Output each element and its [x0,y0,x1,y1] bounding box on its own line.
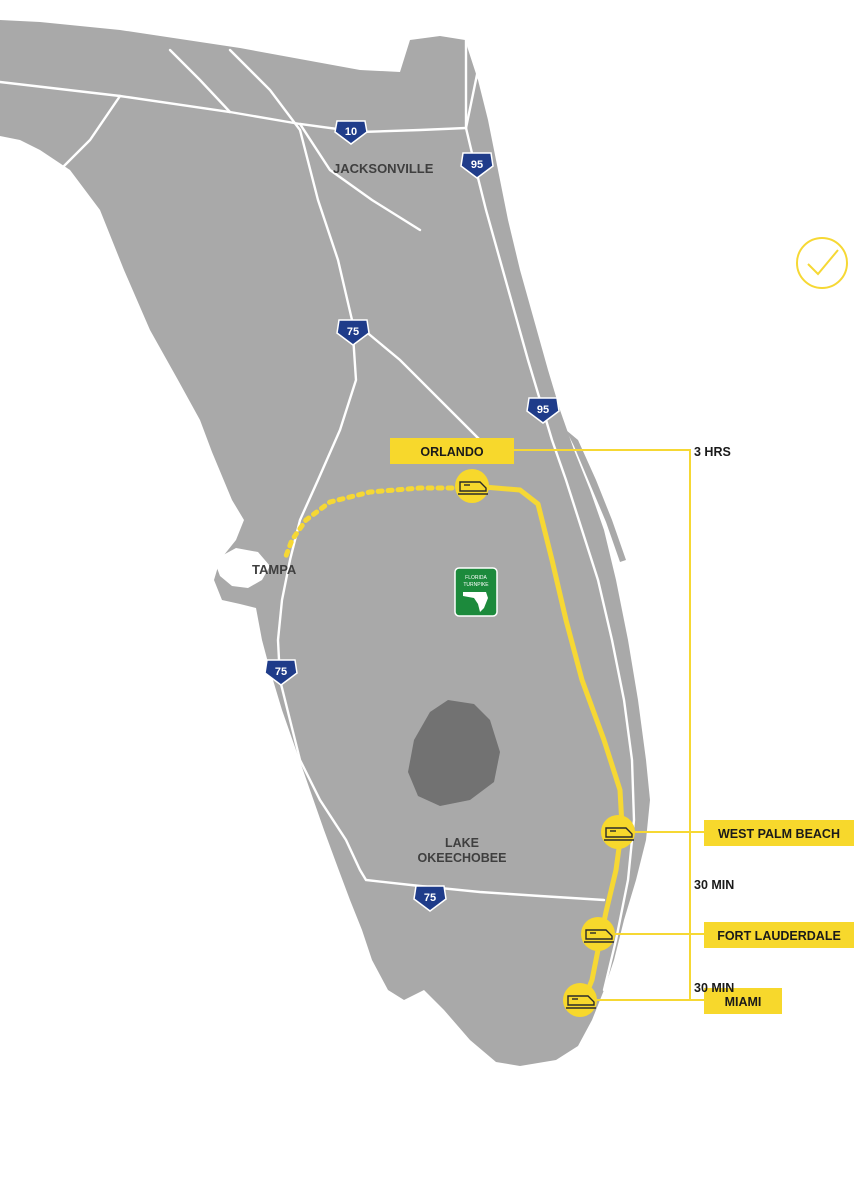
turnpike-line2: TURNPIKE [463,582,489,588]
highways [0,38,636,992]
station-marker-miami[interactable] [563,983,597,1017]
train-icon [604,827,634,841]
city-label-tampa: TAMPA [252,562,297,577]
interstate-75-north-number: 75 [347,326,359,338]
turnpike-sign-icon: FLORIDA TURNPIKE [454,567,498,617]
city-label-jacksonville: JACKSONVILLE [333,161,434,176]
travel-time-west-palm-fort-lauderdale: 30 MIN [694,878,734,892]
station-tag-west-palm-beach-label: WEST PALM BEACH [718,827,840,841]
interstate-95-central-shield: 95 [526,397,560,424]
station-marker-orlando[interactable] [455,469,489,503]
lake-okeechobee [408,700,500,806]
lake-label-line1: LAKE [445,836,479,850]
station-tag-orlando-label: ORLANDO [420,445,483,459]
interstate-95-central-number: 95 [537,404,549,416]
lake-label-line2: OKEECHOBEE [418,851,507,865]
station-marker-west-palm-beach[interactable] [601,815,635,849]
interstate-10-number: 10 [345,126,357,138]
train-icon [584,929,614,943]
interstate-95-north-number: 95 [471,159,483,171]
florida-landmass [0,20,650,1066]
travel-time-orlando-west-palm: 3 HRS [694,445,731,459]
station-tag-miami-label: MIAMI [725,995,762,1009]
station-marker-fort-lauderdale[interactable] [581,917,615,951]
planned-route-tampa [283,485,465,559]
station-tag-miami[interactable]: MIAMI [704,988,782,1014]
interstate-75-north-shield: 75 [336,319,370,346]
station-tag-fort-lauderdale[interactable]: FORT LAUDERDALE [704,922,854,948]
travel-time-fort-lauderdale-miami: 30 MIN [694,981,734,995]
train-icon [458,481,488,495]
interstate-10-shield: 10 [334,120,368,145]
station-tag-fort-lauderdale-label: FORT LAUDERDALE [717,929,841,943]
interstate-75-central-number: 75 [275,666,287,678]
station-tag-west-palm-beach[interactable]: WEST PALM BEACH [704,820,854,846]
check-circle-icon [796,237,848,289]
station-tag-orlando[interactable]: ORLANDO [390,438,514,464]
interstate-75-central-shield: 75 [264,659,298,686]
interstate-95-north-shield: 95 [460,152,494,179]
interstate-75-south-shield: 75 [413,885,447,912]
turnpike-line1: FLORIDA [465,575,487,581]
interstate-75-south-number: 75 [424,892,436,904]
train-icon [566,995,596,1009]
